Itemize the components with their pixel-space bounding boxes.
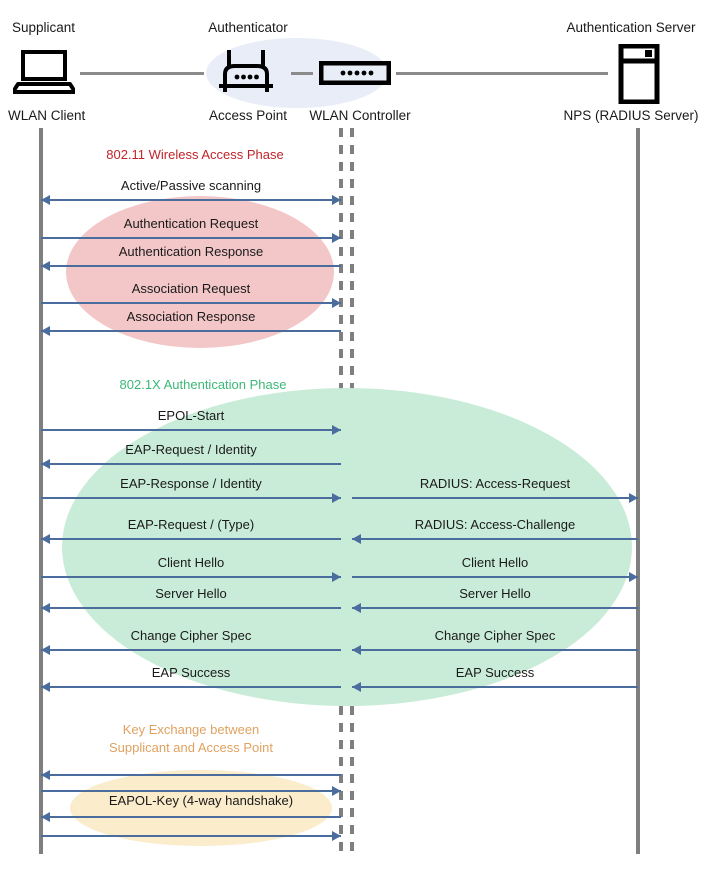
message-label-radius-change-cipher-spec: Change Cipher Spec [434, 628, 556, 643]
message-label-eap-success: EAP Success [151, 665, 231, 680]
arrowhead-left-change-cipher-spec [41, 645, 50, 655]
arrowhead-left-radius-change-cipher-spec [352, 645, 361, 655]
arrowhead-right-eap-response-identity [332, 493, 341, 503]
phase-title-wireless-access: 802.11 Wireless Access Phase [106, 147, 284, 162]
arrowhead-left-key-exchange-0 [41, 770, 50, 780]
arrowhead-right-active-passive-scanning [332, 195, 341, 205]
phase-title-key-exchange-line1: Key Exchange between [122, 722, 260, 737]
arrowhead-right-radius-eap-response-identity [629, 493, 638, 503]
arrowhead-right-radius-client-hello [629, 572, 638, 582]
message-line-right-eap-success [352, 686, 638, 688]
arrowhead-right-epol-start [332, 425, 341, 435]
message-line-left-eap-request-identity [41, 463, 341, 465]
message-label-eap-response-identity: EAP-Response / Identity [120, 476, 262, 491]
message-line-left-active-passive-scanning [41, 199, 341, 201]
message-line-left-key-exchange-3 [41, 835, 341, 837]
phase-title-key-exchange: Key Exchange between Supplicant and Acce… [90, 721, 292, 757]
message-line-left-client-hello [41, 576, 341, 578]
actor-device-access-point: Access Point [208, 108, 288, 123]
message-label-radius-radius-access-challenge: RADIUS: Access-Challenge [414, 517, 576, 532]
arrowhead-left-eap-request-identity [41, 459, 50, 469]
message-line-left-epol-start [41, 429, 341, 431]
actor-role-supplicant: Supplicant [12, 20, 76, 35]
message-line-right-eap-request-type [352, 538, 638, 540]
message-label-eap-request-identity: EAP-Request / Identity [125, 442, 257, 457]
message-label-epol-start: EPOL-Start [157, 408, 225, 423]
message-line-left-authentication-request [41, 237, 341, 239]
message-line-right-client-hello [352, 576, 638, 578]
message-label-radius-eap-success: EAP Success [455, 665, 535, 680]
message-label-authentication-request: Authentication Request [123, 216, 259, 231]
message-line-right-eap-response-identity [352, 497, 638, 499]
message-line-left-eap-success [41, 686, 341, 688]
message-label-radius-client-hello: Client Hello [461, 555, 529, 570]
message-line-left-authentication-response [41, 265, 341, 267]
message-label-association-request: Association Request [131, 281, 251, 296]
phase-title-dot1x: 802.1X Authentication Phase [119, 377, 287, 392]
arrowhead-left-radius-server-hello [352, 603, 361, 613]
message-label-change-cipher-spec: Change Cipher Spec [130, 628, 252, 643]
message-line-left-key-exchange-0 [41, 774, 341, 776]
arrowhead-right-association-request [332, 298, 341, 308]
message-label-active-passive-scanning: Active/Passive scanning [120, 178, 262, 193]
message-label-authentication-response: Authentication Response [118, 244, 264, 259]
message-label-association-response: Association Response [126, 309, 256, 324]
wire-controller-to-server [396, 72, 608, 75]
phase-blob-key-exchange [70, 770, 332, 846]
phase-title-key-exchange-line2: Supplicant and Access Point [108, 740, 274, 755]
message-line-left-eap-request-type [41, 538, 341, 540]
message-line-left-server-hello [41, 607, 341, 609]
message-line-left-association-response [41, 330, 341, 332]
lifeline-authentication-server [636, 128, 640, 854]
arrowhead-left-radius-eap-request-type [352, 534, 361, 544]
message-line-left-change-cipher-spec [41, 649, 341, 651]
arrowhead-left-eap-request-type [41, 534, 50, 544]
arrowhead-right-authentication-request [332, 233, 341, 243]
arrowhead-left-authentication-response [41, 261, 50, 271]
phase-blob-dot1x [62, 388, 632, 706]
actor-role-authenticator: Authenticator [208, 20, 288, 35]
arrowhead-left-key-exchange-2 [41, 812, 50, 822]
actor-device-wlan-client: WLAN Client [8, 108, 86, 123]
lifeline-supplicant [39, 128, 43, 854]
laptop-icon [11, 50, 77, 99]
message-label-radius-radius-access-request: RADIUS: Access-Request [419, 476, 571, 491]
wire-client-to-ap [80, 72, 204, 75]
wlan-controller-icon [318, 60, 392, 90]
server-icon [618, 43, 660, 109]
message-line-right-change-cipher-spec [352, 649, 638, 651]
actor-role-authentication-server: Authentication Server [566, 20, 696, 35]
message-label-server-hello: Server Hello [155, 586, 227, 601]
message-line-right-server-hello [352, 607, 638, 609]
wire-ap-to-controller [291, 72, 313, 75]
arrowhead-right-client-hello [332, 572, 341, 582]
arrowhead-left-association-response [41, 326, 50, 336]
arrowhead-left-radius-eap-success [352, 682, 361, 692]
arrowhead-right-key-exchange-1 [332, 786, 341, 796]
arrowhead-right-key-exchange-3 [332, 831, 341, 841]
message-label-client-hello: Client Hello [157, 555, 225, 570]
message-line-left-key-exchange-2 [41, 816, 341, 818]
access-point-icon [215, 48, 277, 99]
arrowhead-left-eap-success [41, 682, 50, 692]
message-line-left-eap-response-identity [41, 497, 341, 499]
message-label-radius-server-hello: Server Hello [459, 586, 531, 601]
actor-device-nps-radius: NPS (RADIUS Server) [563, 108, 699, 123]
arrowhead-left-server-hello [41, 603, 50, 613]
arrowhead-left-active-passive-scanning [41, 195, 50, 205]
actor-device-wlan-controller: WLAN Controller [309, 108, 411, 123]
message-line-left-key-exchange-1 [41, 790, 341, 792]
message-label-eapol-key: EAPOL-Key (4-way handshake) [108, 793, 294, 808]
message-label-eap-request-type: EAP-Request / (Type) [127, 517, 255, 532]
message-line-left-association-request [41, 302, 341, 304]
phase-blob-wireless-access [66, 196, 334, 348]
